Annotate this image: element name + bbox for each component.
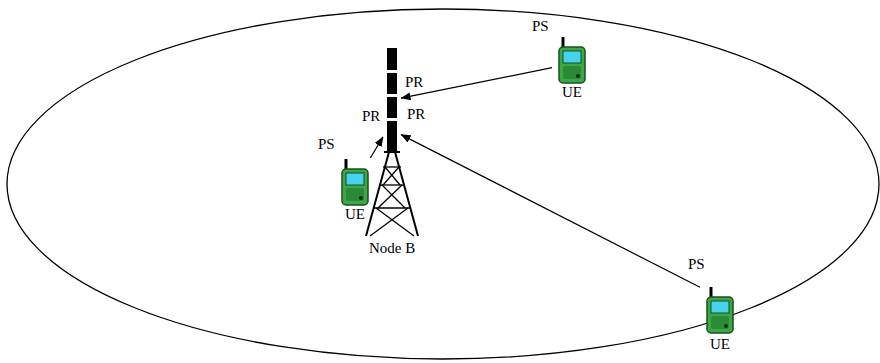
power-label: PR bbox=[405, 74, 423, 90]
user-equipment-node: UE bbox=[700, 286, 740, 352]
uplink-arrow bbox=[370, 137, 383, 158]
node-label: Node B bbox=[369, 240, 415, 256]
uplink-arrow bbox=[401, 135, 700, 288]
user-equipment-node: UE bbox=[335, 158, 375, 222]
base-station-node: Node B bbox=[383, 48, 401, 150]
power-label: PS bbox=[532, 18, 549, 34]
power-label: PR bbox=[407, 106, 425, 122]
phone-symbol bbox=[707, 287, 733, 333]
phone-symbol bbox=[559, 37, 585, 83]
node-label: UE bbox=[710, 336, 730, 352]
power-label: PR bbox=[362, 108, 380, 124]
node-label: UE bbox=[345, 206, 365, 222]
power-label: PS bbox=[318, 136, 335, 152]
power-label: PS bbox=[688, 256, 705, 272]
node-label: UE bbox=[562, 84, 582, 100]
user-equipment-node: UE bbox=[552, 36, 592, 100]
uplink-arrow bbox=[401, 68, 552, 99]
phone-symbol bbox=[342, 159, 368, 205]
cell-ellipse bbox=[7, 9, 879, 359]
